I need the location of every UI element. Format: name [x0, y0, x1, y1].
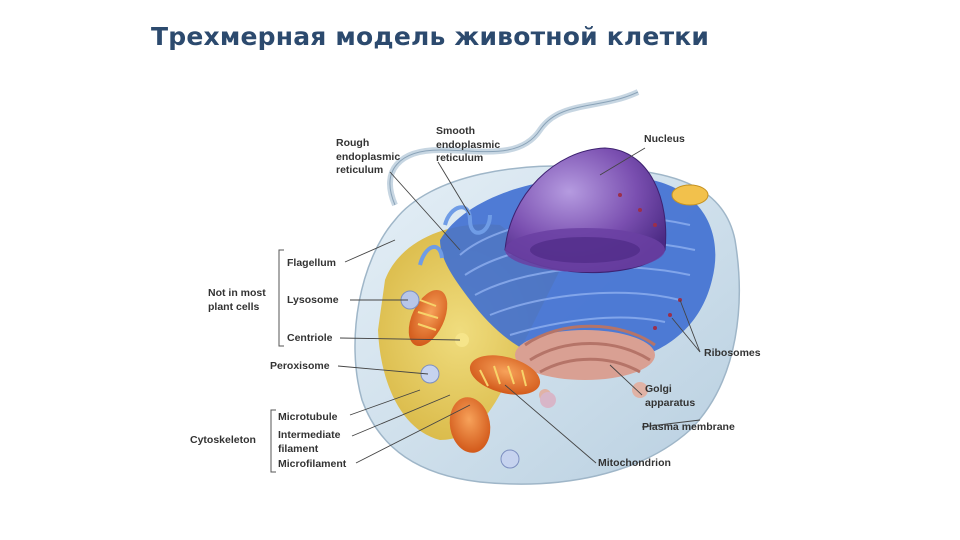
- flagellum-label: Flagellum: [287, 257, 336, 269]
- plasma-membrane-label: Plasma membrane: [642, 421, 735, 433]
- intermediate-filament-label: Intermediate filament: [278, 429, 343, 455]
- microtubule-label: Microtubule: [278, 411, 338, 423]
- mitochondrion-label: Mitochondrion: [598, 457, 671, 469]
- golgi-label: Golgi apparatus: [645, 383, 695, 409]
- mitochondria-shapes: [408, 289, 541, 453]
- cytoskeleton-label: Cytoskeleton: [190, 434, 256, 446]
- rough-er-label: Rough endoplasmic reticulum: [336, 137, 403, 176]
- ribosomes-label: Ribosomes: [704, 347, 761, 359]
- centriole-label: Centriole: [287, 332, 333, 344]
- page-title: Трехмерная модель животной клетки: [151, 22, 710, 51]
- vesicle-shape: [671, 184, 709, 206]
- microfilament-label: Microfilament: [278, 458, 347, 470]
- smooth-er-label: Smooth endoplasmic reticulum: [436, 125, 503, 164]
- peroxisome-label: Peroxisome: [270, 360, 330, 372]
- lysosome-label: Lysosome: [287, 294, 339, 306]
- not-in-most-plant-cells-label: Not in most plant cells: [208, 287, 269, 313]
- nucleus-label: Nucleus: [644, 133, 685, 145]
- peroxisome-shape: [420, 364, 440, 384]
- centriole-shape: [455, 333, 469, 347]
